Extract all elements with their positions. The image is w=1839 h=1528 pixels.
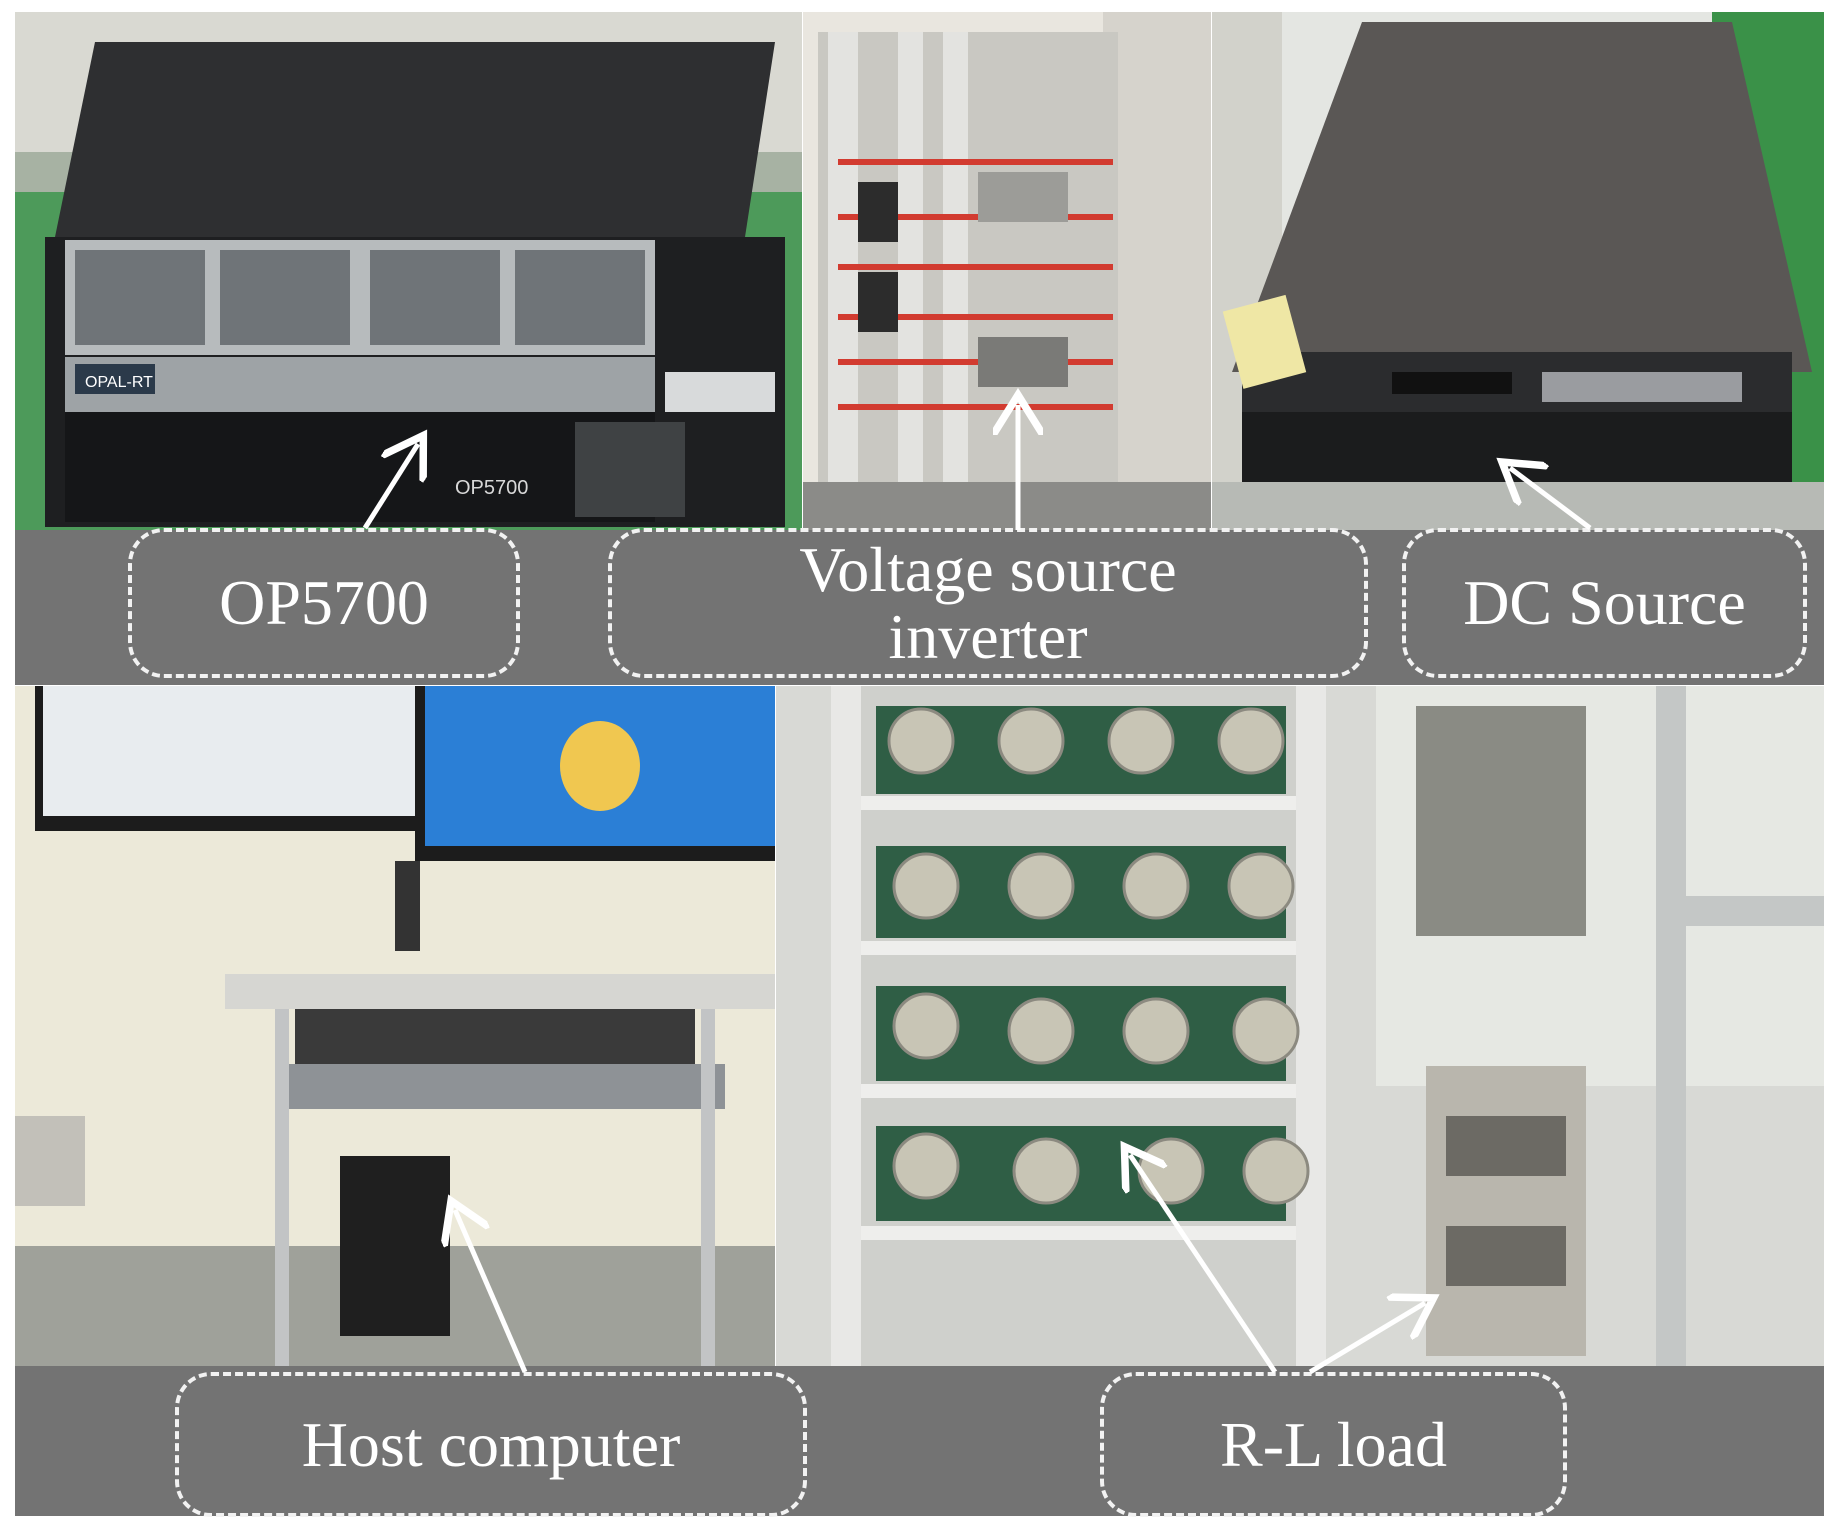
op5700-marking: OP5700 (455, 477, 528, 499)
label-dc-source-text: DC Source (1463, 567, 1746, 639)
label-op5700: OP5700 (128, 528, 520, 678)
vsi-photo (803, 12, 1211, 530)
label-vsi-text: Voltage source inverter (799, 533, 1177, 672)
bottom-label-band (15, 1366, 1824, 1516)
label-rl-load-text: R-L load (1220, 1408, 1447, 1480)
label-vsi: Voltage source inverter (608, 528, 1368, 678)
label-dc-source: DC Source (1402, 528, 1807, 678)
dc-source-photo (1212, 12, 1824, 530)
label-rl-load: R-L load (1100, 1372, 1567, 1517)
label-host-computer: Host computer (175, 1372, 807, 1517)
label-op5700-text: OP5700 (219, 567, 429, 639)
rl-load-photo (776, 686, 1824, 1366)
top-label-band (15, 530, 1824, 685)
host-computer-photo (15, 686, 775, 1366)
label-host-computer-text: Host computer (301, 1408, 681, 1480)
op5700-photo: OPAL-RT OP5700 (15, 12, 802, 530)
opal-logo-text: OPAL-RT (85, 374, 153, 391)
